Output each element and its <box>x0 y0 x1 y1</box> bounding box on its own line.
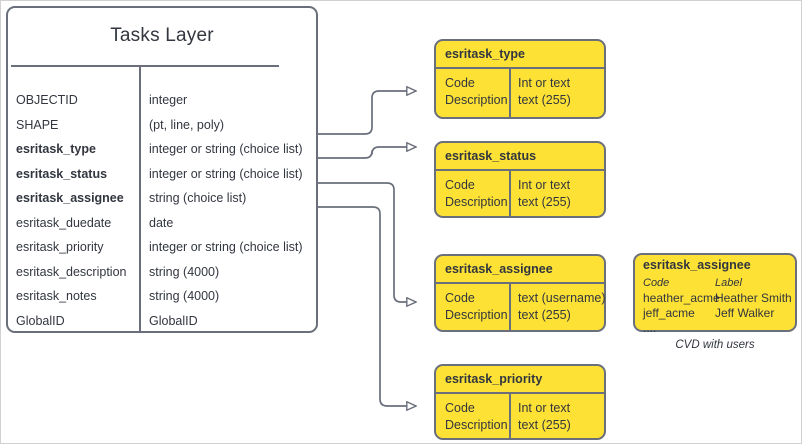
domain-box-esritask-status: esritask_status Code Description Int or … <box>434 141 606 218</box>
field-name: esritask_type <box>16 142 96 157</box>
domain-type-description: text (255) <box>518 93 571 107</box>
table-row: esritask_duedate date <box>8 211 316 236</box>
cvd-ellipsis: .... <box>643 320 657 335</box>
domain-type-code: text (username) <box>518 291 606 305</box>
domain-label-description: Description <box>445 195 508 209</box>
cvd-header-label: Label <box>715 276 742 289</box>
domain-column-divider <box>509 284 511 330</box>
domain-header: esritask_type <box>445 47 525 61</box>
domain-right-column: Int or text text (255) <box>518 400 571 434</box>
entity-field-list: OBJECTID integer SHAPE (pt, line, poly) … <box>8 88 316 333</box>
table-row: esritask_priority integer or string (cho… <box>8 235 316 260</box>
domain-header-divider <box>436 392 604 394</box>
field-name: esritask_duedate <box>16 215 112 230</box>
field-type: integer <box>149 93 188 108</box>
field-type: date <box>149 215 174 230</box>
field-name: esritask_assignee <box>16 191 124 206</box>
connector-assignee <box>318 182 416 302</box>
field-name: esritask_priority <box>16 240 104 255</box>
field-name: SHAPE <box>16 117 59 132</box>
domain-label-description: Description <box>445 93 508 107</box>
domain-header: esritask_assignee <box>445 262 553 276</box>
domain-header-divider <box>436 67 604 69</box>
domain-label-code: Code <box>445 178 475 192</box>
domain-type-code: Int or text <box>518 401 571 415</box>
domain-label-code: Code <box>445 401 475 415</box>
domain-box-esritask-assignee: esritask_assignee Code Description text … <box>434 254 606 332</box>
entity-title-divider <box>11 65 279 67</box>
cvd-grid: Code Label heather_acme Heather Smith je… <box>643 275 792 335</box>
domain-right-column: Int or text text (255) <box>518 75 571 109</box>
field-type: string (4000) <box>149 289 220 304</box>
domain-label-code: Code <box>445 291 475 305</box>
list-item: heather_acme Heather Smith <box>643 290 792 305</box>
cvd-header-row: Code Label <box>643 275 791 290</box>
cvd-header-code: Code <box>643 276 670 289</box>
entity-table-tasks-layer: Tasks Layer OBJECTID integer SHAPE (pt, … <box>6 6 318 333</box>
connector-priority <box>318 206 416 406</box>
domain-left-column: Code Description <box>445 290 508 324</box>
domain-left-column: Code Description <box>445 75 508 109</box>
cvd-label: Jeff Walker <box>715 305 775 320</box>
field-name: esritask_notes <box>16 289 97 304</box>
domain-right-column: Int or text text (255) <box>518 177 571 211</box>
field-name: esritask_description <box>16 264 127 279</box>
domain-label-description: Description <box>445 418 508 432</box>
domain-header-divider <box>436 282 604 284</box>
table-row: SHAPE (pt, line, poly) <box>8 113 316 138</box>
cvd-title: esritask_assignee <box>643 258 751 272</box>
field-type: integer or string (choice list) <box>149 240 303 255</box>
domain-type-description: text (255) <box>518 195 571 209</box>
connector-type <box>318 91 416 135</box>
field-type: integer or string (choice list) <box>149 142 303 157</box>
cvd-sample-box: esritask_assignee Code Label heather_acm… <box>633 253 797 335</box>
domain-left-column: Code Description <box>445 400 508 434</box>
domain-box-esritask-priority: esritask_priority Code Description Int o… <box>434 364 606 440</box>
table-row: esritask_description string (4000) <box>8 260 316 285</box>
domain-column-divider <box>509 171 511 216</box>
domain-right-column: text (username) text (255) <box>518 290 606 324</box>
cvd-label: Heather Smith <box>715 290 792 305</box>
cvd-code: heather_acme <box>643 290 720 305</box>
field-name: OBJECTID <box>16 93 78 108</box>
field-type: GlobalID <box>149 313 198 328</box>
domain-header-divider <box>436 169 604 171</box>
field-type: string (choice list) <box>149 191 247 206</box>
domain-box-esritask-type: esritask_type Code Description Int or te… <box>434 39 606 119</box>
domain-column-divider <box>509 394 511 438</box>
cvd-code: jeff_acme <box>643 305 695 320</box>
field-type: string (4000) <box>149 264 220 279</box>
field-name: GlobalID <box>16 313 65 328</box>
domain-header: esritask_status <box>445 149 537 163</box>
table-row: GlobalID GlobalID <box>8 309 316 334</box>
table-row: esritask_notes string (4000) <box>8 284 316 309</box>
domain-type-code: Int or text <box>518 76 571 90</box>
cvd-ellipsis-row: .... <box>643 320 791 335</box>
domain-type-description: text (255) <box>518 418 571 432</box>
field-type: (pt, line, poly) <box>149 117 225 132</box>
domain-type-description: text (255) <box>518 308 571 322</box>
domain-type-code: Int or text <box>518 178 571 192</box>
table-row: esritask_type integer or string (choice … <box>8 137 316 162</box>
entity-column-divider <box>139 65 141 331</box>
domain-column-divider <box>509 69 511 117</box>
list-item: jeff_acme Jeff Walker <box>643 305 791 320</box>
domain-left-column: Code Description <box>445 177 508 211</box>
domain-label-description: Description <box>445 308 508 322</box>
field-name: esritask_status <box>16 166 108 181</box>
field-type: integer or string (choice list) <box>149 166 303 181</box>
table-row: OBJECTID integer <box>8 88 316 113</box>
table-row: esritask_status integer or string (choic… <box>8 162 316 187</box>
entity-title: Tasks Layer <box>110 25 214 46</box>
domain-header: esritask_priority <box>445 372 543 386</box>
cvd-caption: CVD with users <box>675 339 755 351</box>
domain-label-code: Code <box>445 76 475 90</box>
connector-status <box>318 147 416 159</box>
table-row: esritask_assignee string (choice list) <box>8 186 316 211</box>
